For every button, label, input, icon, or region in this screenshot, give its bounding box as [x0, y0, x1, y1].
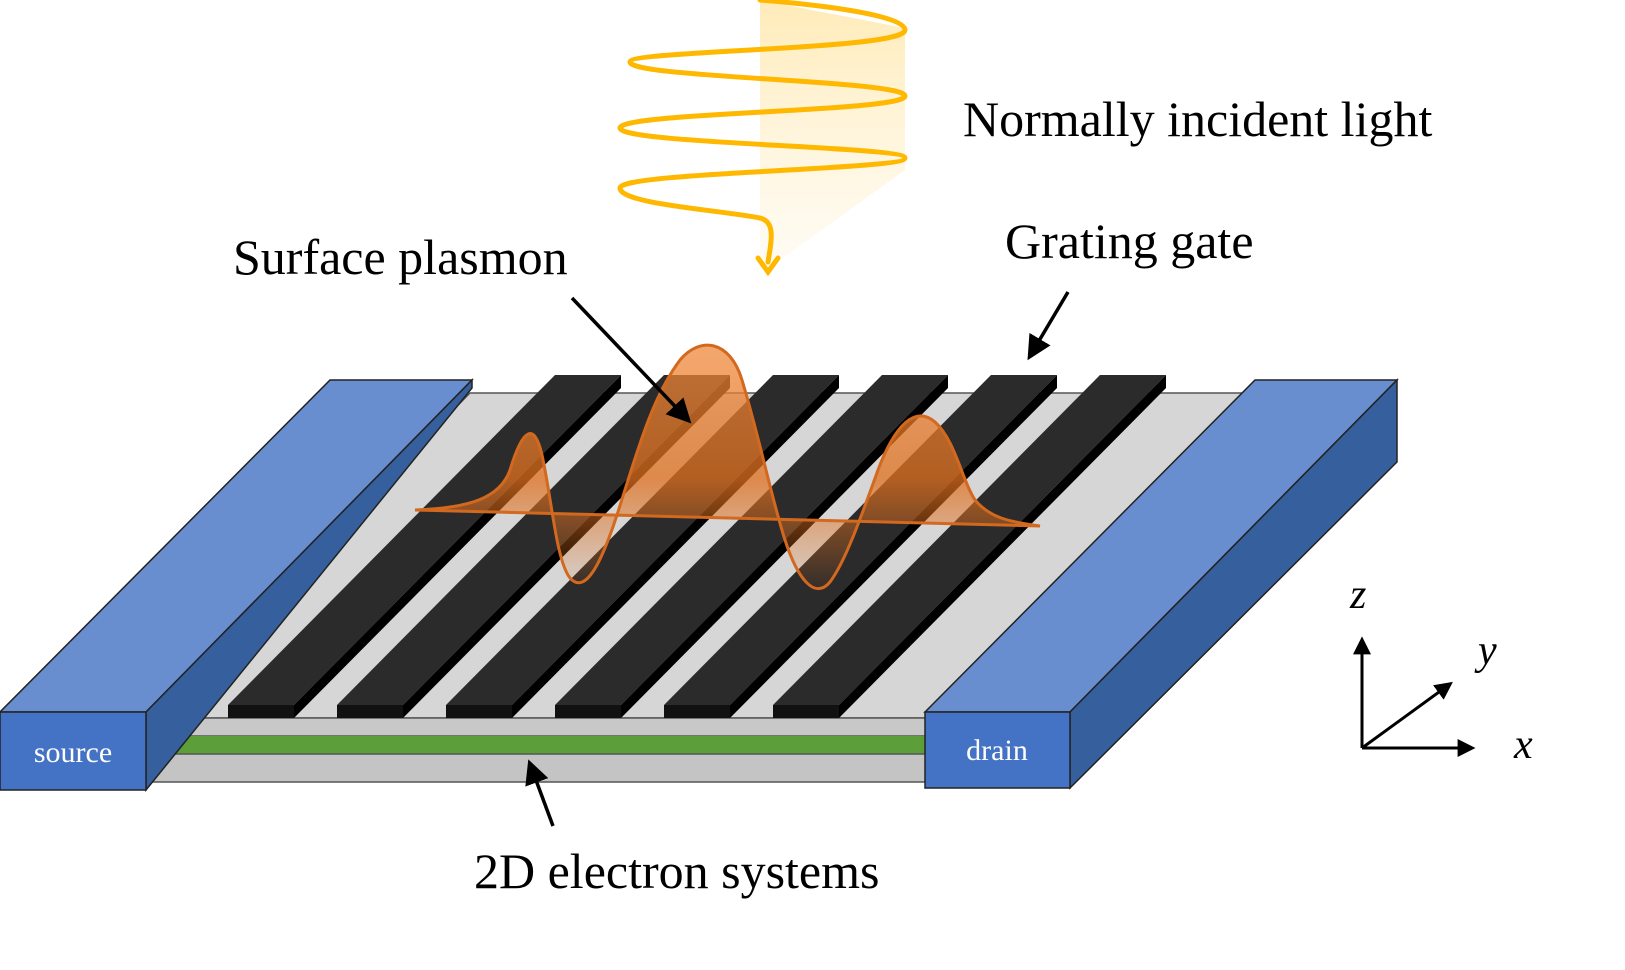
y-axis-arrow: [1361, 681, 1453, 750]
source-label: source: [34, 736, 112, 769]
source-front: [0, 711, 147, 791]
grating-bar-front: [228, 705, 294, 718]
grating-bar-front: [337, 705, 403, 718]
z-axis-label: z: [1349, 572, 1366, 618]
grating-bar-front: [664, 705, 730, 718]
grating-bar-front: [773, 705, 839, 718]
grating-bar-side: [621, 375, 948, 718]
grating-bar: [337, 375, 730, 705]
electron-pointer-arrow: [525, 759, 555, 827]
x-axis-label: x: [1513, 722, 1533, 768]
plasmon-pointer-arrow: [570, 296, 692, 424]
light-label: Normally incident light: [963, 91, 1432, 147]
incident-light: [617, 0, 908, 277]
grating-bar-side: [730, 375, 1057, 718]
grating-bar-side: [839, 375, 1166, 718]
plasmon-label: Surface plasmon: [233, 229, 568, 285]
grating-bar: [773, 375, 1166, 705]
two-deg-layer: [146, 736, 930, 754]
grating-bar: [664, 375, 1057, 705]
grating-bar-front: [555, 705, 621, 718]
electron-label: 2D electron systems: [474, 843, 879, 899]
gate-label: Grating gate: [1005, 213, 1254, 269]
drain-front: [924, 711, 1071, 789]
source-electrode: source: [0, 378, 474, 793]
grating-bar: [555, 375, 948, 705]
gate-pointer-arrow: [1027, 291, 1070, 361]
grating-gate: [228, 375, 1166, 718]
axis-triad: z y x: [1349, 572, 1533, 768]
substrate-front-upper: [145, 717, 931, 737]
light-arrowhead: [755, 255, 781, 277]
y-axis-label: y: [1474, 628, 1497, 674]
light-beam: [760, 0, 905, 260]
light-wave: [617, 0, 908, 265]
drain-label: drain: [966, 734, 1028, 767]
substrate-front-lower: [145, 753, 931, 783]
drain-electrode: drain: [923, 378, 1399, 790]
surface-plasmon-wave: [414, 343, 1041, 590]
grating-bar-front: [446, 705, 512, 718]
